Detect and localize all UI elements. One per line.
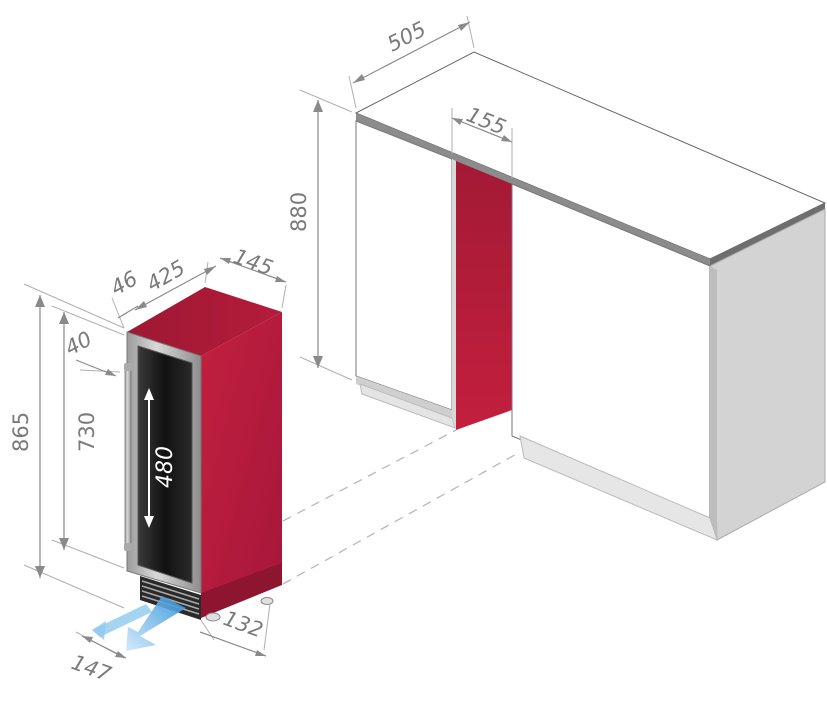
appliance-niche — [456, 161, 512, 430]
handle-mount-bottom — [124, 543, 132, 551]
plinth-depth-label: 132 — [220, 606, 266, 642]
foot-rear — [260, 597, 274, 605]
foot-front — [205, 612, 221, 622]
glass-arrow-top — [144, 388, 154, 400]
handle-mount-top — [124, 363, 132, 371]
unit-depth-label: 425 — [143, 255, 190, 296]
cooler-base-side — [201, 563, 282, 618]
unit-height-label: 865 — [9, 412, 33, 452]
installation-guide-lines — [282, 429, 521, 585]
niche-side — [452, 159, 456, 430]
vent-grille — [140, 576, 201, 620]
right-door-edge — [710, 266, 717, 540]
door-handle[interactable] — [124, 364, 132, 549]
kitchen-cabinet — [354, 51, 827, 541]
cooler-side-panel — [201, 312, 282, 616]
airflow-in-arrow — [92, 604, 152, 637]
glass-arrow-bottom — [144, 516, 154, 528]
door-glass — [137, 345, 193, 584]
wine-cooler: 480 — [92, 287, 282, 651]
left-plinth — [359, 383, 456, 429]
cabinet-height-label: 880 — [287, 192, 311, 232]
cabinet-side-panel — [709, 208, 826, 541]
cooler-top — [127, 287, 282, 356]
guide-line-lower — [282, 451, 521, 585]
unit-width-label: 145 — [230, 244, 276, 280]
airflow-out-arrow — [126, 596, 186, 651]
left-door-bottom-edge — [356, 376, 452, 418]
guide-line-upper — [282, 429, 457, 522]
airflow-in-arrowhead — [92, 621, 106, 640]
glass-height-label: 480 — [153, 446, 178, 488]
countertop-front-edge — [356, 113, 710, 266]
vent-width-label: 147 — [68, 650, 114, 686]
handle-depth-label: 40 — [61, 327, 96, 361]
door-height-label: 730 — [75, 412, 99, 452]
door-offset-label: 46 — [107, 266, 142, 300]
cabinet-depth-label: 505 — [383, 17, 430, 57]
right-plinth — [519, 435, 718, 541]
countertop-side-edge — [710, 203, 825, 266]
left-cabinet-door — [355, 120, 453, 411]
